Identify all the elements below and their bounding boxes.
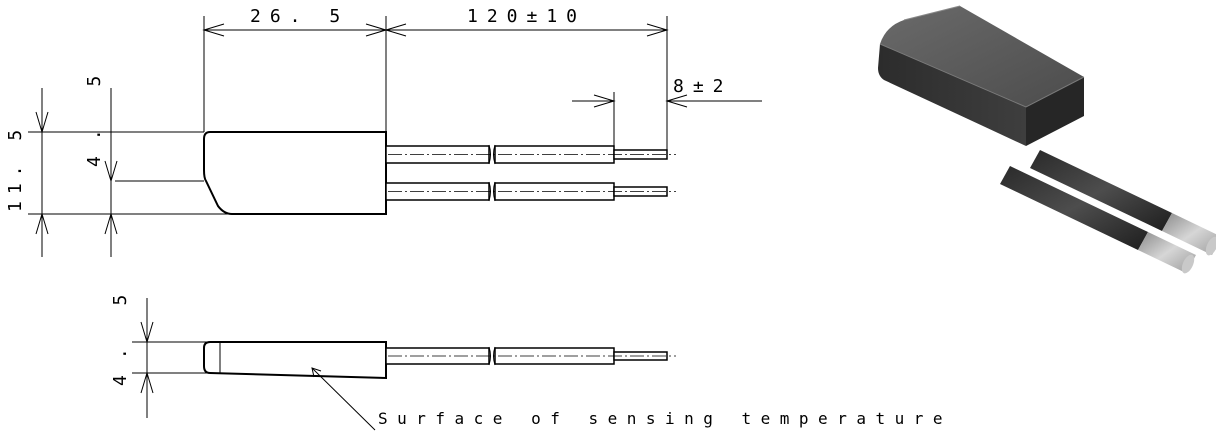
dim-upper-offset: 4. 5 (84, 60, 118, 257)
dim-lead-length-label: 120±10 (467, 6, 586, 27)
side-view: 4. 5 Surface of sensing temperature (110, 279, 952, 431)
dim-body-length: 26. 5 (202, 6, 388, 132)
lead-wire-upper (385, 144, 676, 165)
dim-strip-length: 8±2 (572, 76, 762, 150)
sensor-body-outline (203, 131, 387, 215)
dim-upper-offset-label: 4. 5 (84, 60, 105, 167)
dim-thickness: 4. 5 (110, 279, 210, 418)
iso-sensor-body (878, 5, 1085, 146)
lead-wire-lower (385, 181, 676, 202)
dim-height-label: 11. 5 (5, 123, 26, 212)
iso-lead-wires (1000, 150, 1216, 274)
isometric-product-image (878, 5, 1216, 274)
sensing-surface-leader (311, 367, 376, 431)
sensor-side-outline (203, 341, 387, 380)
side-lead-wire (385, 346, 676, 366)
dim-thickness-label: 4. 5 (110, 279, 131, 386)
sensing-surface-note: Surface of sensing temperature (378, 409, 952, 428)
front-view: 26. 5 120±10 8±2 11. 5 4. 5 (5, 6, 762, 257)
dim-strip-length-label: 8±2 (673, 76, 733, 97)
dim-body-length-label: 26. 5 (250, 6, 349, 27)
dim-lead-length: 120±10 (384, 6, 669, 150)
dim-height: 11. 5 (5, 88, 232, 257)
